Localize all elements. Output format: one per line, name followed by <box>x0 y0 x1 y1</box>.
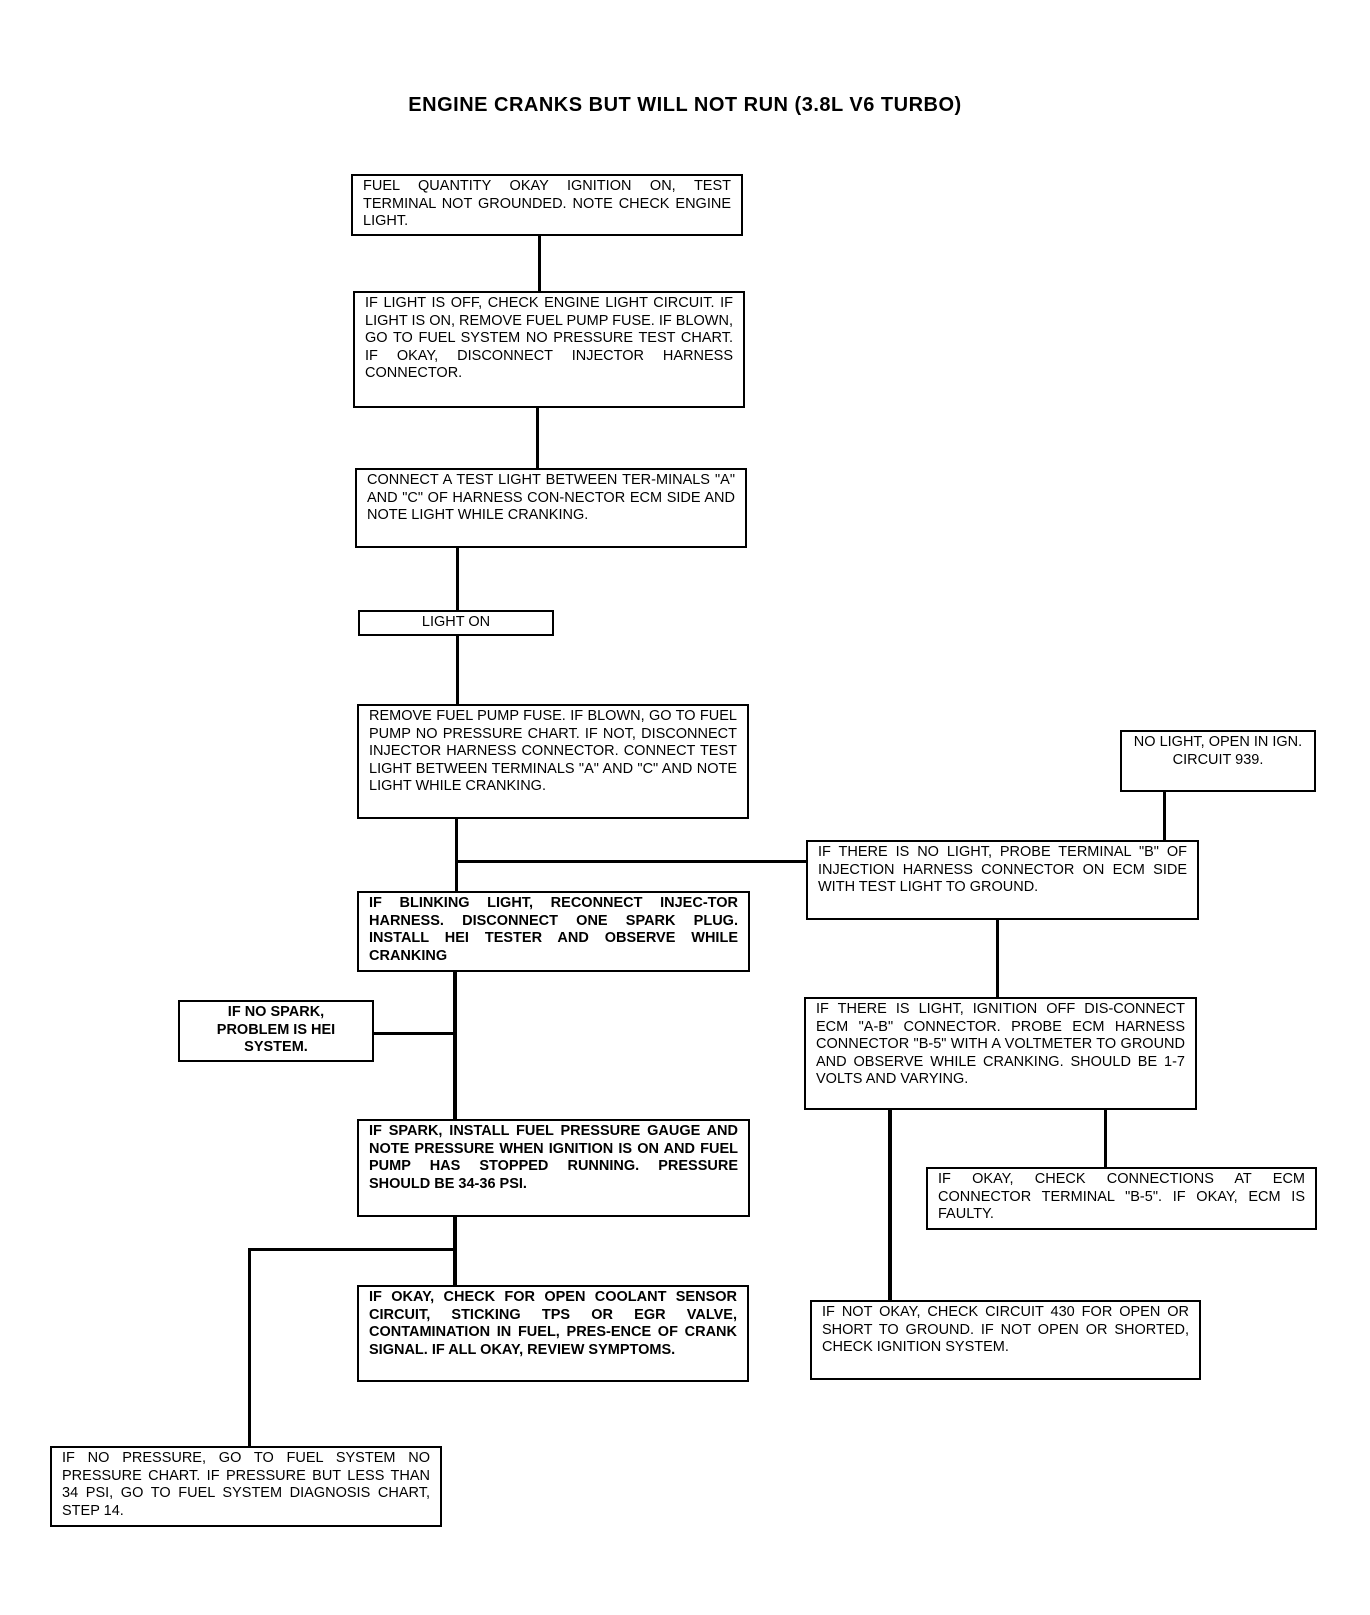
connector-line <box>888 1110 892 1302</box>
box-check-engine-light: IF LIGHT IS OFF, CHECK ENGINE LIGHT CIRC… <box>353 291 745 408</box>
connector-line <box>455 860 810 863</box>
box-light-ignition-off: IF THERE IS LIGHT, IGNITION OFF DIS-CONN… <box>804 997 1197 1110</box>
connector-line <box>248 1248 251 1449</box>
connector-line <box>453 972 457 1124</box>
box-connect-test-light: CONNECT A TEST LIGHT BETWEEN TER-MINALS … <box>355 468 747 548</box>
box-light-on: LIGHT ON <box>358 610 554 636</box>
box-blinking-light: IF BLINKING LIGHT, RECONNECT INJEC-TOR H… <box>357 891 750 972</box>
box-no-light-probe-terminal: IF THERE IS NO LIGHT, PROBE TERMINAL "B"… <box>806 840 1199 920</box>
connector-line <box>536 408 539 470</box>
connector-line <box>1163 792 1166 842</box>
box-remove-fuel-pump-fuse: REMOVE FUEL PUMP FUSE. IF BLOWN, GO TO F… <box>357 704 749 819</box>
box-not-okay-circuit-430: IF NOT OKAY, CHECK CIRCUIT 430 FOR OPEN … <box>810 1300 1201 1380</box>
box-no-spark: IF NO SPARK, PROBLEM IS HEI SYSTEM. <box>178 1000 374 1062</box>
box-okay-check-connections: IF OKAY, CHECK CONNECTIONS AT ECM CONNEC… <box>926 1167 1317 1230</box>
box-no-light-open-circuit: NO LIGHT, OPEN IN IGN. CIRCUIT 939. <box>1120 730 1316 792</box>
page-title: ENGINE CRANKS BUT WILL NOT RUN (3.8L V6 … <box>408 94 962 116</box>
connector-line <box>453 1217 457 1289</box>
connector-line <box>456 636 459 706</box>
box-okay-coolant-sensor: IF OKAY, CHECK FOR OPEN COOLANT SENSOR C… <box>357 1285 749 1382</box>
box-fuel-quantity: FUEL QUANTITY OKAY IGNITION ON, TEST TER… <box>351 174 743 236</box>
connector-line <box>538 236 541 293</box>
connector-line <box>1104 1110 1107 1171</box>
box-spark: IF SPARK, INSTALL FUEL PRESSURE GAUGE AN… <box>357 1119 750 1217</box>
connector-line <box>455 819 458 893</box>
connector-line <box>374 1032 456 1035</box>
box-no-pressure: IF NO PRESSURE, GO TO FUEL SYSTEM NO PRE… <box>50 1446 442 1527</box>
connector-line <box>996 920 999 1000</box>
connector-line <box>456 548 459 610</box>
connector-line <box>248 1248 456 1251</box>
